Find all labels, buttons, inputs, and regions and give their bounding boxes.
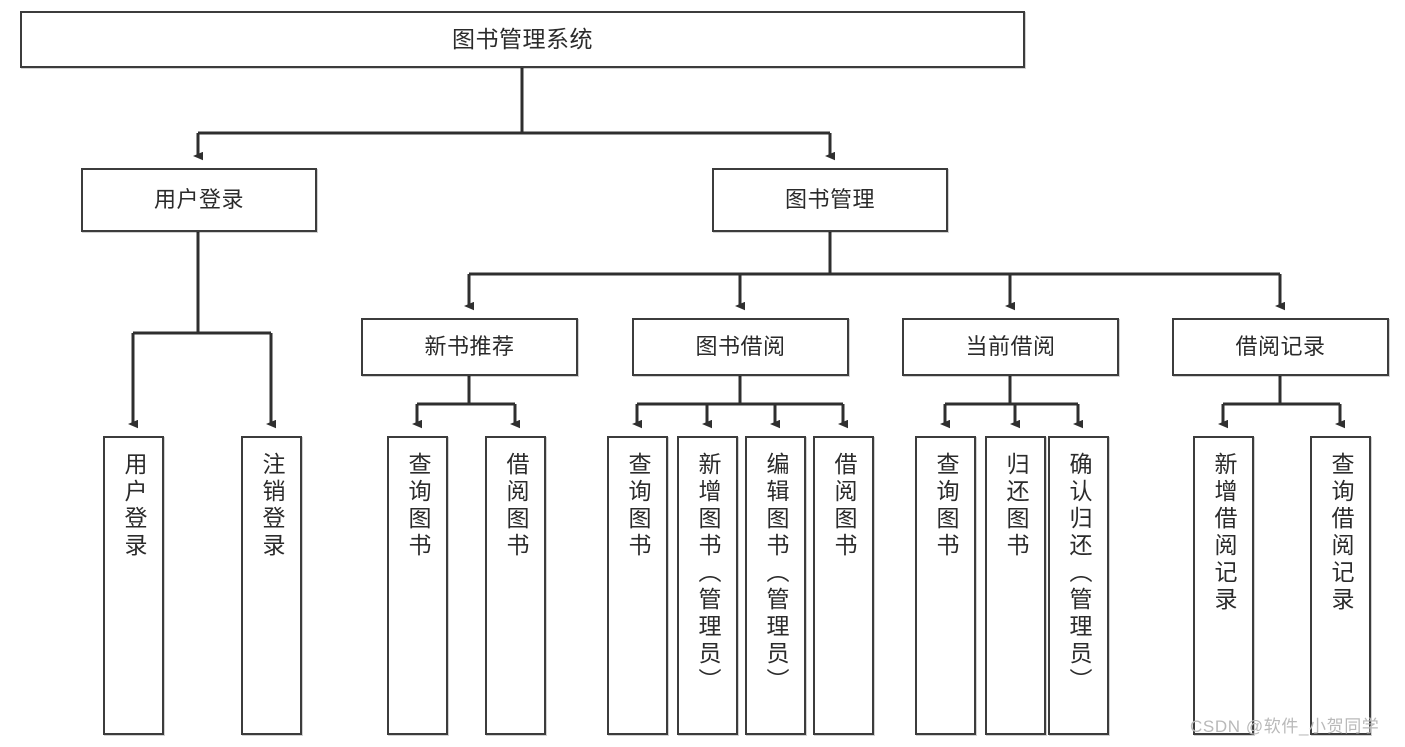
node-root-system[interactable]: 图书管理系统 xyxy=(20,11,1025,68)
node-label: 确认归还（管理员） xyxy=(1066,452,1092,695)
leaf-return-book[interactable]: 归还图书 xyxy=(985,436,1046,735)
node-label: 借阅图书 xyxy=(831,452,857,560)
leaf-add-borrow-record[interactable]: 新增借阅记录 xyxy=(1193,436,1254,735)
node-label: 借阅记录 xyxy=(1235,333,1326,359)
leaf-user-login[interactable]: 用户登录 xyxy=(103,436,164,735)
leaf-borrow-book-newbook[interactable]: 借阅图书 xyxy=(485,436,546,735)
node-label: 查询图书 xyxy=(405,452,431,560)
leaf-edit-book-admin[interactable]: 编辑图书（管理员） xyxy=(745,436,806,735)
leaf-query-borrow-record[interactable]: 查询借阅记录 xyxy=(1310,436,1371,735)
leaf-query-book-borrow[interactable]: 查询图书 xyxy=(607,436,668,735)
node-label: 查询图书 xyxy=(625,452,651,560)
node-label: 图书管理系统 xyxy=(452,25,593,52)
node-label: 注销登录 xyxy=(259,452,285,560)
node-borrow-record[interactable]: 借阅记录 xyxy=(1172,318,1389,376)
leaf-logout-login[interactable]: 注销登录 xyxy=(241,436,302,735)
leaf-query-book-newbook[interactable]: 查询图书 xyxy=(387,436,448,735)
node-label: 新增图书（管理员） xyxy=(695,452,721,695)
node-label: 借阅图书 xyxy=(503,452,529,560)
leaf-confirm-return-admin[interactable]: 确认归还（管理员） xyxy=(1048,436,1109,735)
node-label: 新增借阅记录 xyxy=(1211,452,1237,614)
node-label: 编辑图书（管理员） xyxy=(763,452,789,695)
node-label: 图书管理 xyxy=(784,186,875,212)
node-user-login[interactable]: 用户登录 xyxy=(81,168,317,232)
node-new-book-recommend[interactable]: 新书推荐 xyxy=(361,318,578,376)
node-label: 当前借阅 xyxy=(965,333,1056,359)
node-label: 新书推荐 xyxy=(424,333,515,359)
node-label: 用户登录 xyxy=(121,452,147,560)
leaf-query-book-current[interactable]: 查询图书 xyxy=(915,436,976,735)
node-book-management[interactable]: 图书管理 xyxy=(712,168,948,232)
node-label: 查询借阅记录 xyxy=(1328,452,1354,614)
leaf-borrow-book[interactable]: 借阅图书 xyxy=(813,436,874,735)
node-label: 用户登录 xyxy=(153,186,244,212)
node-label: 查询图书 xyxy=(933,452,959,560)
node-label: 图书借阅 xyxy=(695,333,786,359)
node-book-borrow[interactable]: 图书借阅 xyxy=(632,318,849,376)
node-current-borrow[interactable]: 当前借阅 xyxy=(902,318,1119,376)
node-label: 归还图书 xyxy=(1003,452,1029,560)
leaf-add-book-admin[interactable]: 新增图书（管理员） xyxy=(677,436,738,735)
